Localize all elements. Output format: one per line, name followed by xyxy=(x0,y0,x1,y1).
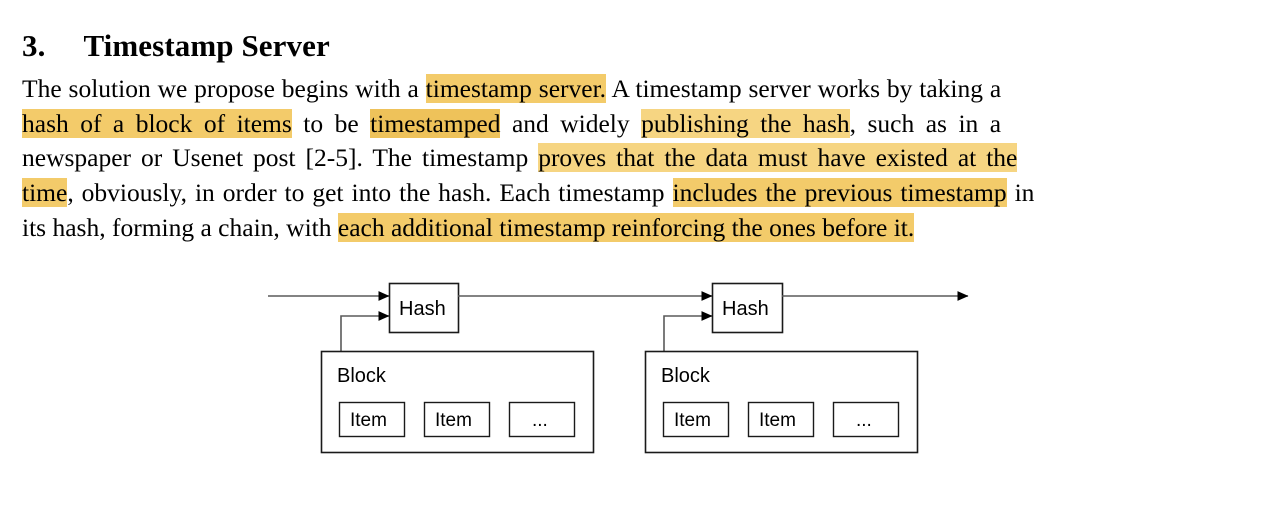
item-box-label: Item xyxy=(759,410,796,431)
highlight-run: proves that the data must have existed a… xyxy=(538,143,1018,173)
hash-box xyxy=(388,282,460,334)
hash-chain-diagram: Hash Block Item Item ... Hash xyxy=(0,262,1276,477)
item-box-ellipsis-label: ... xyxy=(532,410,548,431)
block-to-hash-connector-2 xyxy=(663,311,713,351)
highlight-run: timestamped xyxy=(370,108,501,138)
item-box xyxy=(338,401,406,438)
paragraph-line-1: The solution we propose begins with a ti… xyxy=(22,72,1214,107)
section-title: Timestamp Server xyxy=(83,27,330,63)
text-run: and widely xyxy=(500,108,642,138)
text-run: , such as in a xyxy=(849,108,1002,138)
item-box-label: Item xyxy=(674,410,711,431)
page-title: 3. Timestamp Server xyxy=(22,27,330,63)
highlight-run: time xyxy=(22,178,68,208)
section-number: 3. xyxy=(22,27,46,63)
block-label: Block xyxy=(661,365,711,387)
text-run: The solution we propose begins with a xyxy=(22,74,426,103)
paragraph-line-2: hash of a block of items to be timestamp… xyxy=(22,107,1214,142)
highlight-run: hash of a block of items xyxy=(22,108,292,138)
paragraph-line-4: time, obviously, in order to get into th… xyxy=(22,176,1214,211)
item-box xyxy=(747,401,815,438)
item-box-label: Item xyxy=(350,410,387,431)
chain-link-1: Hash Block Item Item ... xyxy=(268,282,713,454)
item-box xyxy=(423,401,491,438)
text-run: newspaper or Usenet post [2-5]. The time… xyxy=(22,143,539,173)
paragraph-line-5: its hash, forming a chain, with each add… xyxy=(22,211,1214,246)
highlight-run: includes the previous timestamp xyxy=(672,178,1007,208)
item-box-label: Item xyxy=(435,410,472,431)
block-label: Block xyxy=(337,365,387,387)
body-paragraph: The solution we propose begins with a ti… xyxy=(22,72,1214,245)
item-box-ellipsis xyxy=(508,401,576,438)
chain-link-2: Hash Block Item Item ... xyxy=(644,282,969,454)
text-run: in xyxy=(1006,178,1035,208)
text-run: to be xyxy=(291,108,371,138)
text-run: its hash, forming a chain, with xyxy=(22,212,338,242)
highlight-run: publishing the hash xyxy=(641,108,850,138)
item-box-ellipsis xyxy=(832,401,900,438)
text-run: A timestamp server works by taking a xyxy=(606,74,1002,103)
hash-box xyxy=(711,282,784,334)
highlight-run: timestamp server. xyxy=(425,74,607,103)
highlight-run: each additional timestamp reinforcing th… xyxy=(337,212,915,242)
item-box xyxy=(662,401,730,438)
block-to-hash-connector-1 xyxy=(340,311,390,351)
text-run: , obviously, in order to get into the ha… xyxy=(67,178,673,208)
paragraph-line-3: newspaper or Usenet post [2-5]. The time… xyxy=(22,141,1214,176)
item-box-ellipsis-label: ... xyxy=(856,410,872,431)
hash-box-label: Hash xyxy=(399,298,446,320)
hash-box-label: Hash xyxy=(722,298,769,320)
